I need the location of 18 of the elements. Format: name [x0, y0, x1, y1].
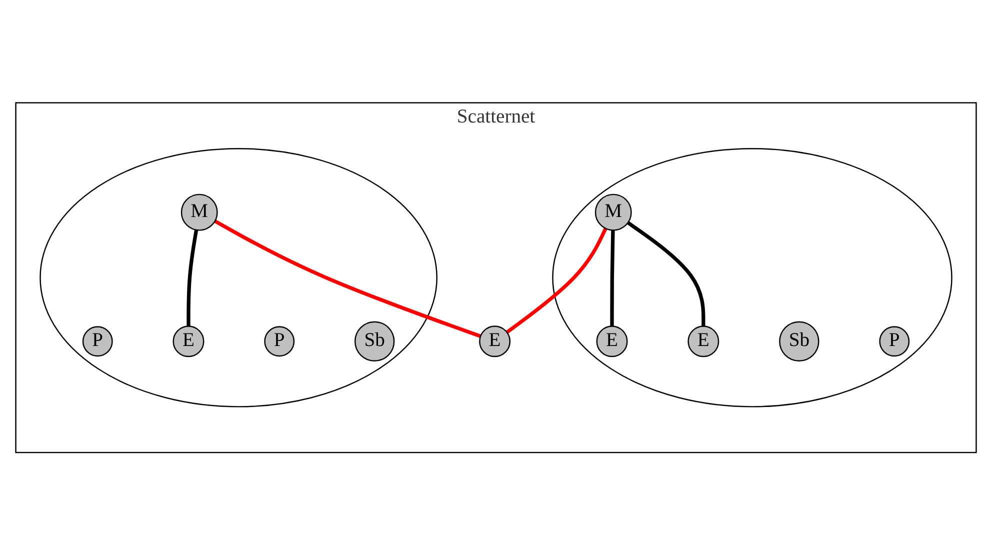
- cluster: [40, 148, 438, 408]
- node-circle: P: [264, 326, 295, 356]
- node-circle: P: [879, 326, 910, 356]
- node-circle: P: [82, 326, 113, 356]
- node-circle: E: [688, 325, 720, 357]
- node-circle: M: [180, 194, 218, 231]
- connector: [214, 219, 482, 338]
- node-circle: E: [172, 325, 204, 357]
- connector: [506, 228, 608, 334]
- node-circle: E: [596, 325, 628, 357]
- node-circle: M: [594, 194, 632, 231]
- node-circle: Sb: [779, 321, 820, 362]
- connector: [626, 220, 706, 326]
- node-circle: E: [479, 325, 511, 357]
- connector: [610, 230, 615, 326]
- cluster: [552, 148, 952, 408]
- connector: [186, 229, 198, 326]
- node-circle: Sb: [354, 321, 395, 362]
